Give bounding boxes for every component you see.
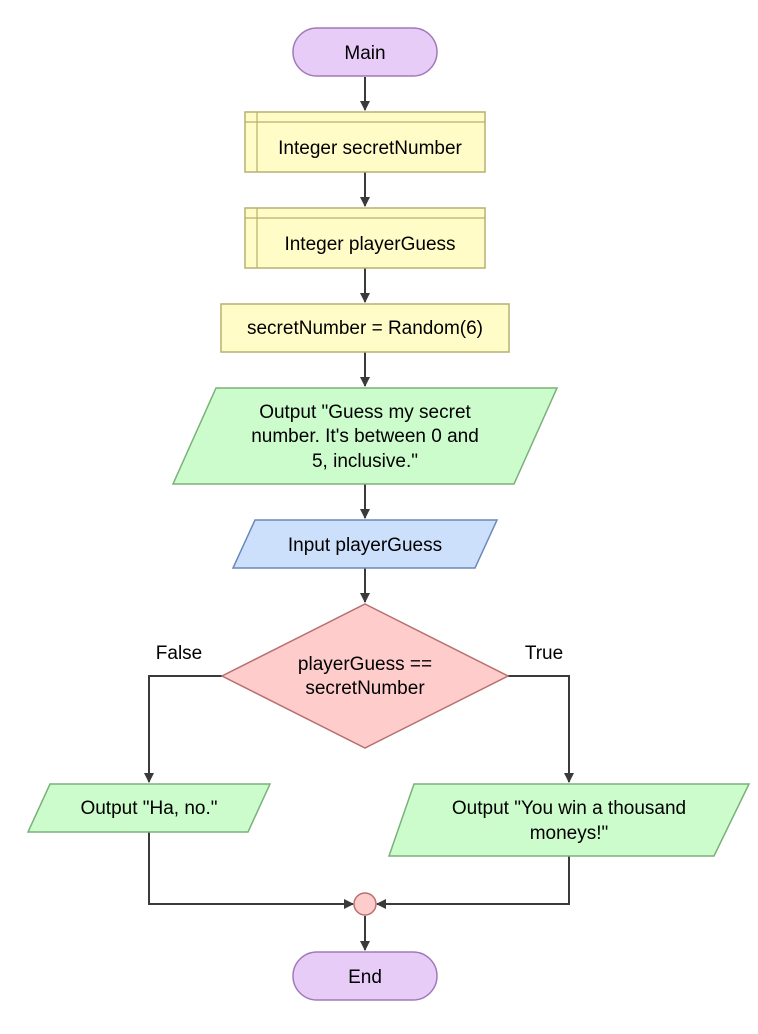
edge-true-to-connector: [376, 856, 570, 909]
output-true-shape: [387, 783, 751, 857]
decision-line-1: playerGuess ==: [298, 654, 432, 675]
output-false-label: Output "Ha, no.": [80, 798, 217, 819]
output-prompt-line-1: Output "Guess my secret: [259, 402, 471, 423]
edge-decision-true: [508, 675, 574, 783]
edge-false-to-connector: [148, 832, 354, 909]
assign-node: secretNumber = Random(6): [220, 303, 510, 353]
input-guess-label: Input playerGuess: [288, 535, 442, 556]
edge-decision-false: [144, 675, 222, 783]
assign-label: secretNumber = Random(6): [247, 318, 483, 339]
declare-guess-label: Integer playerGuess: [284, 234, 455, 255]
output-prompt-line-3: 5, inclusive.": [312, 451, 418, 472]
decision-node: playerGuess == secretNumber: [220, 603, 510, 749]
output-false-shape: [26, 783, 272, 833]
end-label: End: [348, 967, 382, 988]
input-guess-shape: [231, 519, 499, 569]
output-true-line-2: moneys!": [530, 823, 609, 844]
start-shape: [292, 27, 438, 77]
declare-secret-label: Integer secretNumber: [278, 138, 462, 159]
output-prompt-line-2: number. It's between 0 and: [251, 426, 479, 447]
edges: [144, 77, 574, 951]
output-prompt-shape: [171, 387, 559, 485]
end-shape: [292, 951, 438, 1001]
start-node: Main: [292, 27, 438, 77]
output-prompt-node: Output "Guess my secret number. It's bet…: [171, 387, 559, 485]
decision-line-2: secretNumber: [305, 678, 425, 699]
output-true-line-1: Output "You win a thousand: [452, 798, 686, 819]
assign-shape: [220, 303, 510, 353]
merge-connector: [353, 892, 377, 916]
end-node: End: [292, 951, 438, 1001]
input-guess-node: Input playerGuess: [231, 519, 499, 569]
decision-shape: [220, 603, 510, 749]
declare-guess-node: Integer playerGuess: [244, 207, 486, 269]
false-branch-label: False: [156, 643, 202, 664]
declare-secret-node: Integer secretNumber: [244, 111, 486, 173]
output-false-node: Output "Ha, no.": [26, 783, 272, 833]
start-label: Main: [344, 43, 385, 64]
output-true-node: Output "You win a thousand moneys!": [387, 783, 751, 857]
true-branch-label: True: [525, 643, 563, 664]
